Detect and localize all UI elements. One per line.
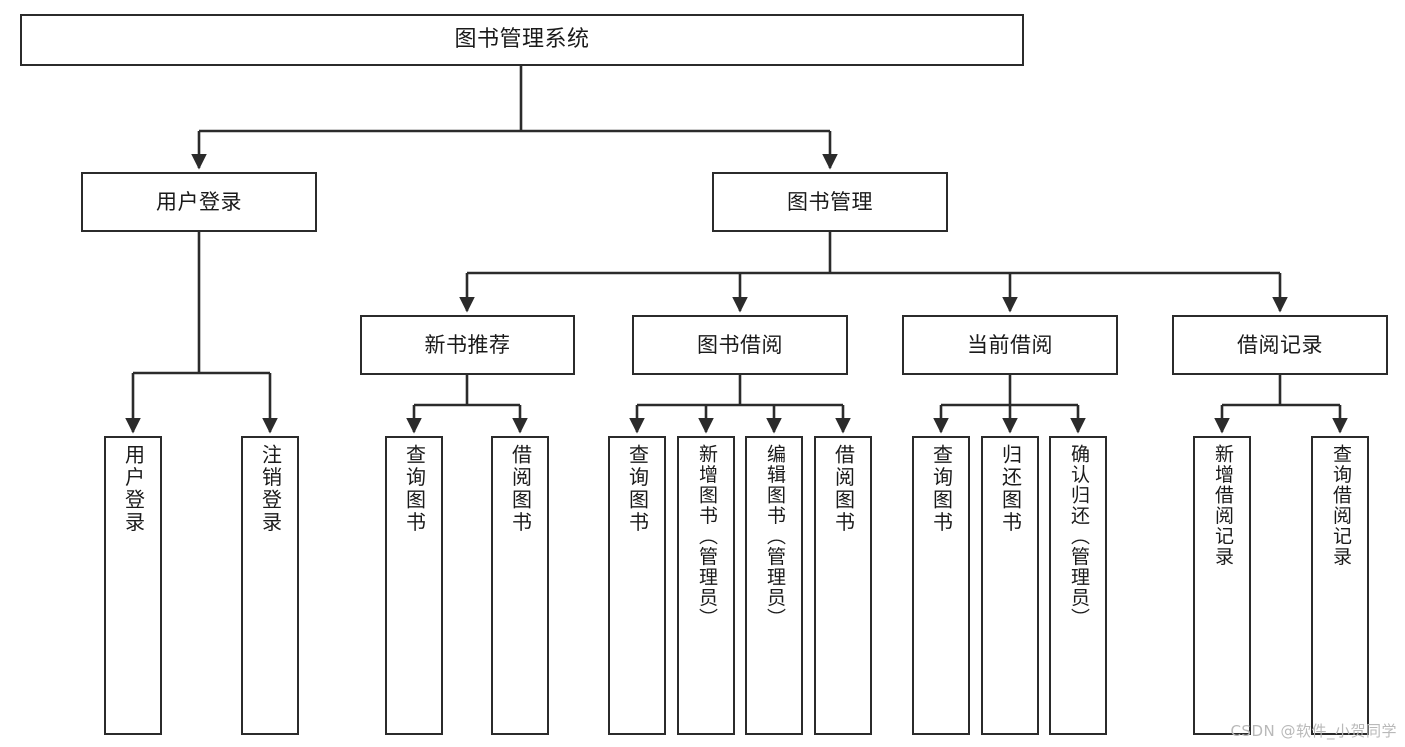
node-label: 图书管理 — [787, 189, 873, 214]
leaf-add-book-admin[interactable]: 新增图书（管理员） — [677, 436, 735, 735]
node-root-system[interactable]: 图书管理系统 — [20, 14, 1024, 66]
node-label: 编辑图书（管理员） — [763, 444, 786, 629]
node-current-borrowing[interactable]: 当前借阅 — [902, 315, 1118, 375]
leaf-confirm-return-admin[interactable]: 确认归还（管理员） — [1049, 436, 1107, 735]
leaf-edit-book-admin[interactable]: 编辑图书（管理员） — [745, 436, 803, 735]
node-label: 查询图书 — [402, 444, 427, 534]
leaf-query-borrow-record[interactable]: 查询借阅记录 — [1311, 436, 1369, 735]
node-label: 当前借阅 — [967, 332, 1053, 357]
node-label: 新书推荐 — [424, 332, 511, 357]
node-borrowing-record[interactable]: 借阅记录 — [1172, 315, 1388, 375]
node-new-book-recommendation[interactable]: 新书推荐 — [360, 315, 575, 375]
leaf-add-borrow-record[interactable]: 新增借阅记录 — [1193, 436, 1251, 735]
leaf-logout[interactable]: 注销登录 — [241, 436, 299, 735]
node-label: 用户登录 — [156, 189, 242, 214]
watermark: CSDN @软件_小贺同学 — [1230, 722, 1397, 740]
node-book-management[interactable]: 图书管理 — [712, 172, 948, 232]
node-label: 用户登录 — [121, 444, 146, 534]
node-label: 借阅图书 — [831, 444, 856, 534]
node-label: 图书管理系统 — [454, 27, 590, 53]
leaf-query-book-borrow[interactable]: 查询图书 — [608, 436, 666, 735]
node-label: 新增借阅记录 — [1211, 444, 1234, 567]
node-label: 图书借阅 — [697, 332, 783, 357]
node-label: 查询图书 — [929, 444, 954, 534]
node-label: 归还图书 — [998, 444, 1023, 534]
node-label: 查询借阅记录 — [1329, 444, 1352, 567]
node-book-borrowing[interactable]: 图书借阅 — [632, 315, 848, 375]
node-label: 确认归还（管理员） — [1067, 444, 1090, 629]
node-label: 借阅记录 — [1237, 332, 1323, 357]
leaf-borrow-book[interactable]: 借阅图书 — [814, 436, 872, 735]
node-label: 注销登录 — [258, 444, 283, 534]
leaf-borrow-book-rec[interactable]: 借阅图书 — [491, 436, 549, 735]
node-user-login[interactable]: 用户登录 — [81, 172, 317, 232]
node-label: 查询图书 — [625, 444, 650, 534]
node-label: 借阅图书 — [508, 444, 533, 534]
leaf-return-book[interactable]: 归还图书 — [981, 436, 1039, 735]
node-label: 新增图书（管理员） — [695, 444, 718, 629]
leaf-query-book-current[interactable]: 查询图书 — [912, 436, 970, 735]
leaf-user-login[interactable]: 用户登录 — [104, 436, 162, 735]
leaf-query-book-rec[interactable]: 查询图书 — [385, 436, 443, 735]
